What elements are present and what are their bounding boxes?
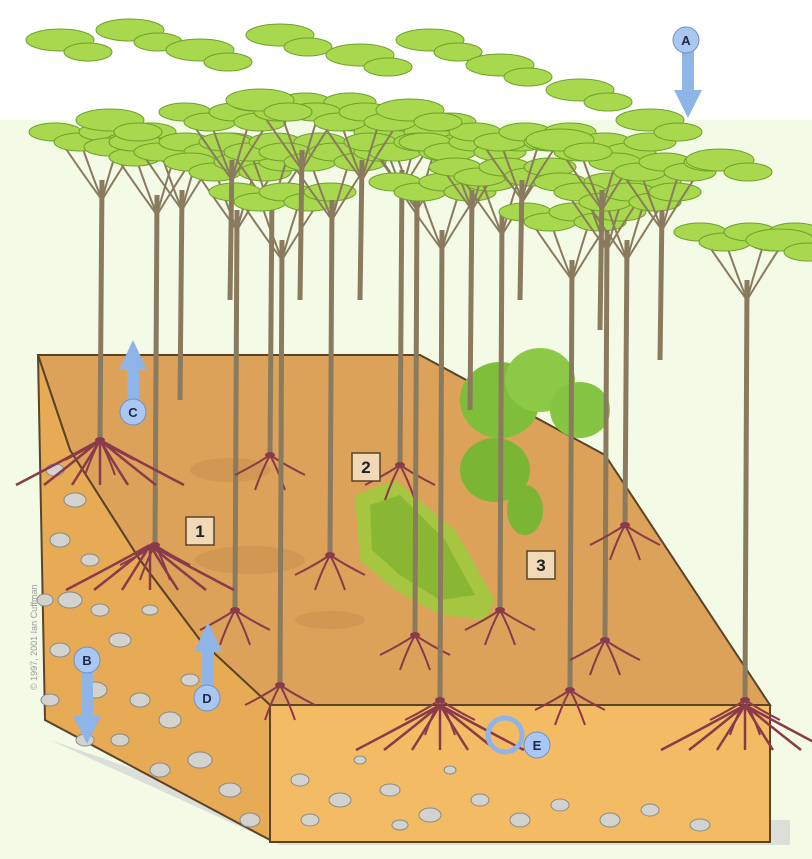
zone-3-badge: 3 bbox=[527, 551, 555, 579]
zone-3-number: 3 bbox=[536, 556, 545, 575]
arrow-a-letter: A bbox=[681, 33, 691, 48]
arrow-e-letter: E bbox=[533, 738, 542, 753]
arrow-b-letter: B bbox=[82, 653, 91, 668]
arrow-d-letter: D bbox=[202, 691, 211, 706]
zone-2-number: 2 bbox=[361, 458, 370, 477]
zone-1-number: 1 bbox=[195, 522, 204, 541]
copyright-credit: © 1997, 2001 Ian Cuffman bbox=[29, 584, 39, 690]
arrow-a: A bbox=[673, 27, 702, 118]
zone-1-badge: 1 bbox=[186, 517, 214, 545]
zone-2-badge: 2 bbox=[352, 453, 380, 481]
arrow-c-letter: C bbox=[128, 405, 138, 420]
